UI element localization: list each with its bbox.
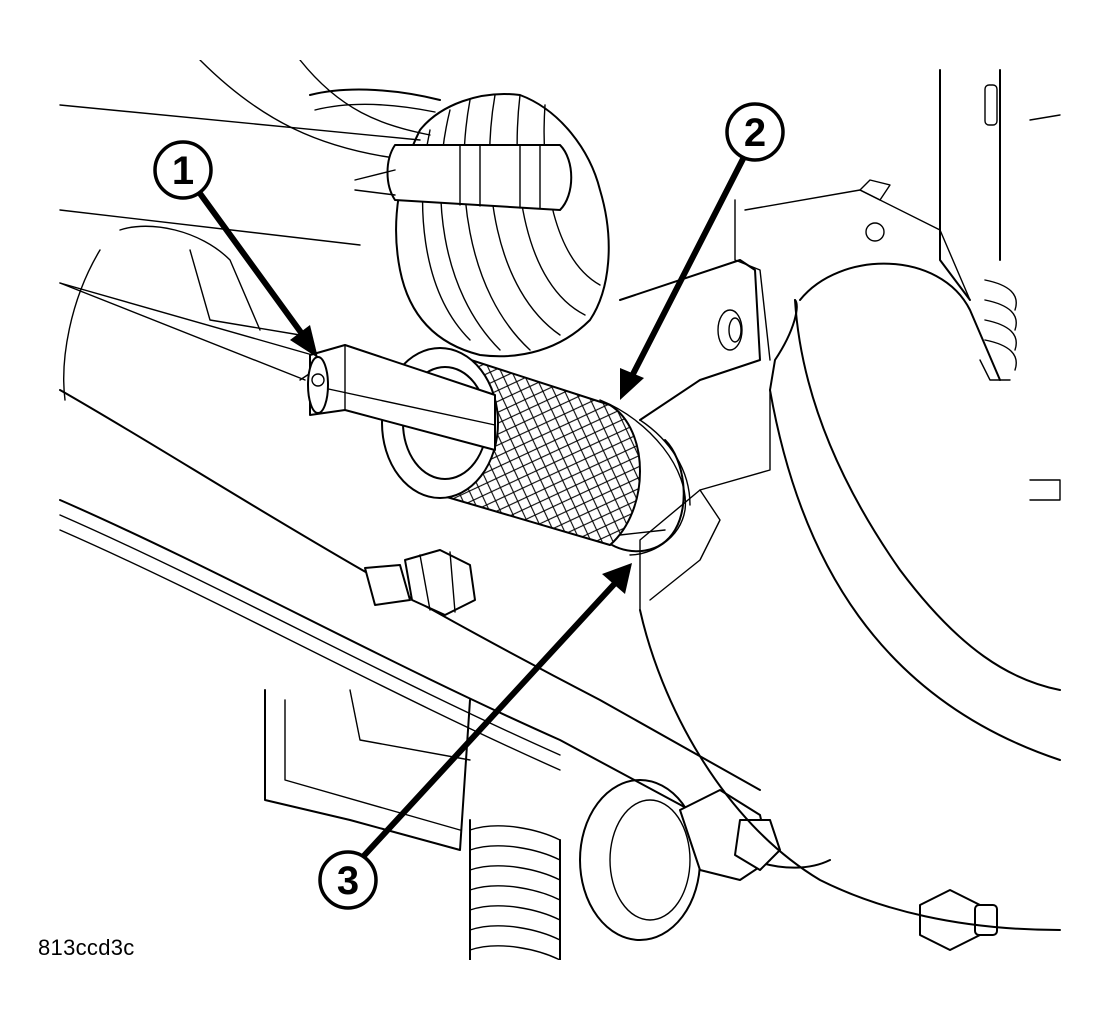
cv-boot <box>309 88 610 358</box>
callout-2-label: 2 <box>744 111 766 155</box>
brake-backing-plate <box>639 179 1061 931</box>
figure-code: 813ccd3c <box>38 935 135 960</box>
callout-1: 1 <box>153 140 318 358</box>
stud-bolt <box>364 549 476 616</box>
callout-2: 2 <box>620 102 785 400</box>
callout-1-label: 1 <box>172 149 194 193</box>
hex-driver-rod <box>59 282 496 451</box>
axle-bushing <box>579 779 781 941</box>
tie-rod <box>354 144 573 211</box>
background-linework <box>59 60 431 401</box>
callout-3: 3 <box>318 563 632 910</box>
bottom-bolt <box>919 889 998 951</box>
upper-spring <box>939 69 1061 501</box>
callout-3-label: 3 <box>337 859 359 903</box>
coil-spring <box>469 819 561 960</box>
